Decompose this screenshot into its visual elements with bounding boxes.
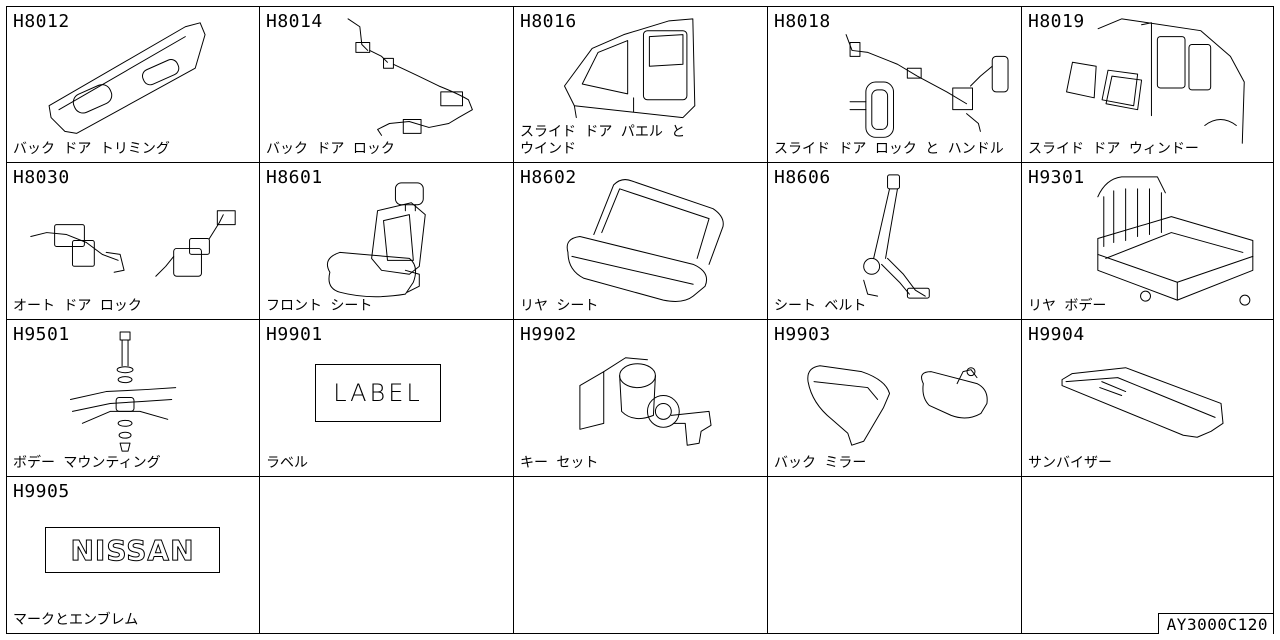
label-sign: LABEL [315,364,441,422]
catalog-cell[interactable]: H8012 バック ドア トリミング [6,6,260,163]
part-code: H8606 [774,167,831,188]
part-code: H9904 [1028,324,1085,345]
part-code: H8012 [13,11,70,32]
part-name: キー セット [520,455,599,471]
catalog-cell[interactable]: H9901 LABEL ラベル [260,320,514,477]
slide-door-lock-handle-drawing [845,34,1009,138]
sun-visor-drawing [1061,367,1224,438]
catalog-cell[interactable]: H8602 リヤ シート [514,163,768,320]
part-name: オート ドア ロック [13,298,142,314]
slide-door-window-drawing [1066,18,1245,144]
part-code: H8016 [520,11,577,32]
catalog-cell[interactable]: H8606 シート ベルト [768,163,1022,320]
empty-cell [514,477,768,634]
part-code: H8019 [1028,11,1085,32]
back-door-trim-drawing [48,22,206,134]
front-seat-drawing [327,182,426,298]
part-code: H8014 [266,11,323,32]
part-code: H8601 [266,167,323,188]
part-name: スライド ドア ウィンドー [1028,141,1199,157]
part-name: リヤ シート [520,298,599,314]
part-code: H9902 [520,324,577,345]
rear-seat-drawing [566,179,724,302]
label-sign-text: LABEL [333,379,423,407]
catalog-cell[interactable]: H8016 スライド ドア パエル と ウインド [514,6,768,163]
part-code: H9501 [13,324,70,345]
catalog-cell[interactable]: H9902 キー セット [514,320,768,477]
empty-cell [260,477,514,634]
body-mounting-drawing [70,331,177,452]
catalog-cell[interactable]: H9903 バック ミラー [768,320,1022,477]
catalog-cell[interactable]: H8014 バック ドア ロック [260,6,514,163]
catalog-cell[interactable]: H9904 サンバイザー [1022,320,1274,477]
part-code: H9901 [266,324,323,345]
back-door-lock-drawing [347,18,473,136]
part-code: H8602 [520,167,577,188]
part-name: バック ドア トリミング [13,141,170,157]
part-name: サンバイザー [1028,455,1112,471]
part-name: スライド ドア ロック と ハンドル [774,141,1004,157]
catalog-cell[interactable]: H8030 オート ドア ロック [6,163,260,320]
part-name: ボデー マウンティング [13,455,161,471]
seat-belt-drawing [863,174,930,299]
part-name: スライド ドア パエル と ウインド [520,124,686,157]
part-code: H9905 [13,481,70,502]
nissan-emblem: NISSAN [45,527,220,573]
catalog-cell[interactable]: H8018 スライド ドア ロック と ハンドル [768,6,1022,163]
part-name: バック ドア ロック [266,141,395,157]
part-code: H9903 [774,324,831,345]
back-mirror-drawing [807,365,988,446]
empty-cell [768,477,1022,634]
catalog-cell[interactable]: H9905 NISSAN マークとエンブレム [6,477,260,634]
nissan-emblem-text: NISSAN [70,533,195,567]
part-name: マークとエンブレム [13,612,139,628]
part-code: H9301 [1028,167,1085,188]
rear-body-drawing [1097,176,1254,306]
slide-door-panel-drawing [563,18,696,119]
part-name: フロント シート [266,298,373,314]
part-code: H8030 [13,167,70,188]
parts-catalog-grid: H8012 バック ドア トリミング H8014 バック ドア ロック H801… [6,6,1274,634]
part-name: バック ミラー [774,455,867,471]
catalog-cell[interactable]: H9501 ボデー マウンティング [6,320,260,477]
part-name: リヤ ボデー [1028,298,1107,314]
key-set-drawing [579,357,712,446]
auto-door-lock-drawing [30,210,236,277]
empty-cell [1022,477,1274,634]
part-name: シート ベルト [774,298,867,314]
catalog-cell[interactable]: H8019 スライド ドア ウィンドー [1022,6,1274,163]
part-name: ラベル [266,455,308,471]
catalog-cell[interactable]: H9301 リヤ ボデー [1022,163,1274,320]
catalog-reference-code: AY3000C120 [1157,613,1274,634]
catalog-cell[interactable]: H8601 フロント シート [260,163,514,320]
part-code: H8018 [774,11,831,32]
